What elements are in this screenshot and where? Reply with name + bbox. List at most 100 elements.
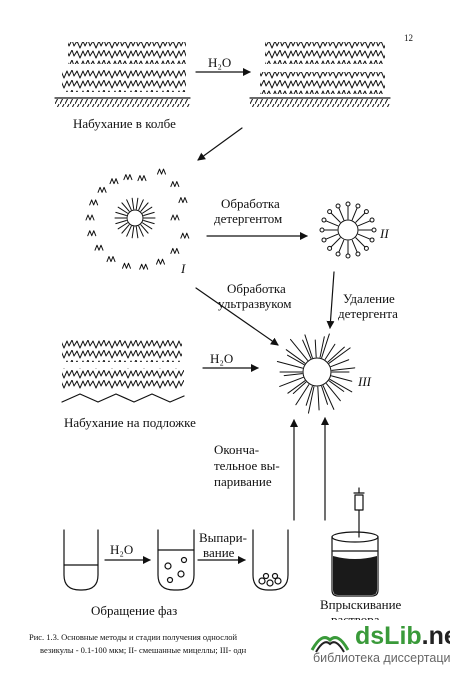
starII-head [371, 227, 377, 233]
label-roman-iii: III [358, 374, 371, 389]
starII-head [363, 245, 369, 251]
starIII-spike [304, 334, 313, 359]
starI-spike [131, 197, 135, 210]
arrow-to-vesicle-i [197, 127, 243, 161]
label-phase-inversion: Обращение фаз [91, 603, 178, 618]
starIII-spike [330, 359, 350, 368]
starI-spike [138, 199, 144, 211]
starI-spike [140, 224, 149, 234]
starII-head [345, 201, 351, 207]
injection-beaker [331, 487, 379, 597]
starI-spike [138, 225, 144, 237]
starII-spike [355, 237, 366, 248]
tube-empty [63, 529, 99, 591]
starIII-spike [319, 336, 325, 358]
starI-spike [115, 220, 127, 225]
starII-head [345, 253, 351, 259]
starIII-spike [329, 378, 353, 393]
flask-bilayers [54, 42, 191, 107]
starI-spike [117, 222, 128, 230]
starII-head [355, 203, 361, 209]
starIII-spike [276, 360, 304, 369]
label-detergent-removal-1: Удаление [343, 291, 395, 306]
starI-spike [143, 220, 155, 225]
label-injection-1: Впрыскивание [320, 597, 402, 612]
vesicle-i-fragment [97, 186, 107, 193]
starII-head [335, 203, 341, 209]
starI-spike [135, 197, 139, 210]
vesicle-i-fragment [137, 175, 147, 182]
starIII-spike [305, 385, 313, 406]
starIII-spike [307, 386, 315, 414]
starII-spike [330, 237, 341, 248]
starIII-spike [327, 346, 345, 363]
vesicle-i-fragment [106, 256, 116, 263]
starII-spike [357, 220, 371, 227]
starII-spike [338, 239, 345, 253]
starII-head [363, 209, 369, 215]
vesicle-i-fragment [170, 214, 180, 221]
vesicle-i-fragment [94, 244, 104, 251]
starIII-spike [317, 386, 320, 411]
starII-head [335, 251, 341, 257]
starII-head [369, 217, 375, 223]
vesicle-i-fragment [170, 247, 180, 254]
vesicle-i-fragment [156, 258, 165, 265]
starIII-spike [287, 380, 306, 394]
starI-spike [135, 226, 139, 239]
starII-spike [357, 233, 371, 240]
label-h2o-top: H₂O [208, 55, 232, 70]
starIII-spike [279, 376, 304, 387]
label-swelling-flask: Набухание в колбе [73, 116, 176, 131]
starIII-spike [302, 339, 312, 359]
starIII-spike [314, 339, 317, 358]
starII-spike [355, 212, 366, 223]
starI-spike [143, 211, 155, 216]
label-h2o-mid: H₂O [210, 351, 234, 366]
starIII-spike [330, 375, 353, 382]
label-detergent-removal-2: детергента [338, 306, 398, 321]
starI-spike [126, 225, 132, 237]
label-swelling-substrate: Набухание на подложке [64, 415, 196, 430]
figure-caption-line-1: Рис. 1.3. Основные методы и стадии получ… [29, 632, 238, 642]
micelle-ii [319, 201, 377, 259]
starIII-spike [285, 349, 306, 364]
vesicle-i-fragment [89, 199, 99, 206]
vesicle-i-fragment [123, 174, 133, 181]
vesicle-i-fragment [139, 263, 149, 270]
starIII-spike [328, 347, 351, 364]
starII-spike [325, 220, 339, 227]
starIII-spike [328, 380, 345, 392]
watermark-logo-suffix: .net [421, 622, 450, 650]
starIII-spike [324, 343, 336, 360]
starI-spike [115, 211, 127, 216]
vesicle-iii [276, 333, 356, 414]
watermark-logo-main: dsLib [355, 622, 422, 650]
vesicle-i-fragment [170, 181, 180, 188]
starIII-spike [322, 385, 335, 410]
label-ultrasound-2: ультразвуком [218, 296, 292, 311]
tube-emulsion [157, 529, 195, 591]
starII-spike [351, 239, 358, 253]
vesicle-i-fragment [85, 214, 95, 221]
starIII-spike [321, 333, 330, 359]
label-roman-i: I [181, 261, 186, 276]
starII-head [355, 251, 361, 257]
watermark-logo[interactable]: dsLib.net [355, 622, 450, 651]
starIII-spike [289, 338, 309, 361]
starIII-spike [321, 385, 329, 405]
starII-spike [325, 233, 339, 240]
starIII-spike [331, 367, 356, 371]
label-ultrasound-1: Обработка [227, 281, 286, 296]
starII-head [369, 237, 375, 243]
starII-spike [338, 207, 345, 221]
starIII-spike [286, 354, 305, 366]
watermark-backdrop [300, 620, 450, 675]
label-detergent-treatment-1: Обработка [221, 196, 280, 211]
starIII-spike [283, 373, 303, 377]
substrate-bilayers [61, 340, 185, 403]
figure-caption-line-2: везикулы - 0.1-100 мкм; II- смешанные ми… [40, 645, 247, 655]
starII-spike [330, 212, 341, 223]
label-roman-ii: II [380, 226, 389, 241]
